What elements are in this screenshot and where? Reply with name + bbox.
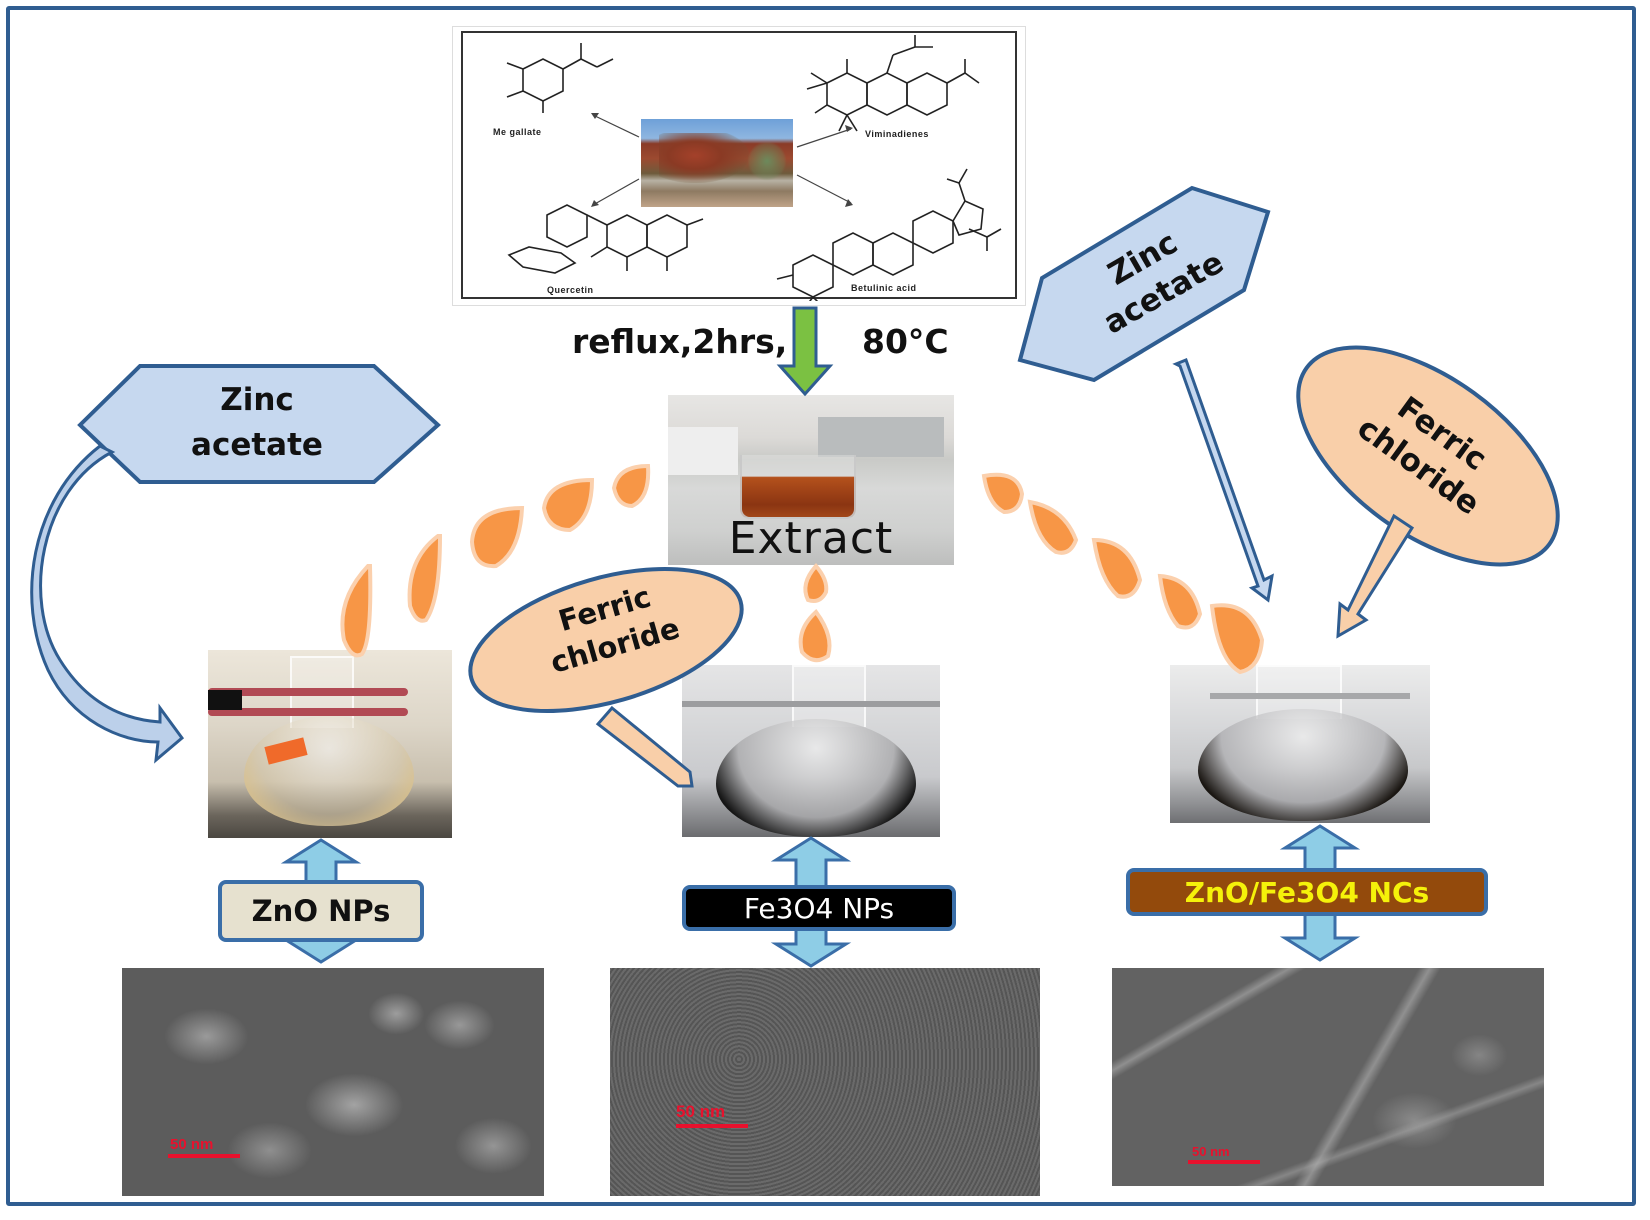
droplet-icon xyxy=(1209,603,1265,675)
clamp-bar xyxy=(1210,693,1410,699)
extract-label: Extract xyxy=(728,513,894,564)
fe3o4-flask-photo xyxy=(682,665,940,837)
flask-body xyxy=(1198,709,1408,821)
phytochemicals-panel: Me gallate Viminadienes Quercetin Betuli… xyxy=(452,26,1026,306)
condition-text-temperature: 80°C xyxy=(862,322,949,361)
droplet-icon xyxy=(1091,537,1143,599)
ferric-chloride-arrow-middle xyxy=(595,705,694,788)
droplet-icon xyxy=(340,564,373,658)
reflux-down-arrow-icon xyxy=(776,306,834,397)
zinc-acetate-hexagon-right xyxy=(1017,185,1271,383)
extract-droplets-right xyxy=(981,472,1265,675)
clamp-red-upper xyxy=(208,688,408,696)
scale-bar xyxy=(168,1154,240,1158)
scale-bar-label: 50 nm xyxy=(170,1136,214,1153)
scale-bar-label: 50 nm xyxy=(676,1102,726,1121)
zinc-acetate-hexagon-left xyxy=(77,364,441,484)
compound-label-viminadienes: Viminadienes xyxy=(865,129,929,139)
droplet-icon xyxy=(541,477,595,533)
compound-label-me-gallate: Me gallate xyxy=(493,127,542,137)
extract-beaker xyxy=(740,455,856,519)
lab-window xyxy=(818,417,944,457)
zinc-acetate-left-line2: acetate xyxy=(191,426,323,463)
zno-fe3o4-sem-image: 50 nm xyxy=(1112,968,1544,1186)
fe3o4-sem-image: 50 nm xyxy=(610,968,1040,1196)
photo-to-compound-arrows xyxy=(592,114,852,206)
droplet-icon xyxy=(1027,499,1079,555)
droplet-icon xyxy=(1157,573,1203,630)
flask-body xyxy=(244,716,414,826)
condition-text-reflux: reflux,2hrs, xyxy=(572,322,788,361)
extract-photo: Extract xyxy=(668,395,954,565)
flask-body xyxy=(716,719,916,837)
molecule-structures xyxy=(506,35,1002,301)
zno-fe3o4-ncs-label: ZnO/Fe3O4 NCs xyxy=(1126,868,1488,916)
zinc-acetate-left-line1: Zinc xyxy=(220,382,294,418)
droplet-icon xyxy=(611,463,651,509)
compound-label-quercetin: Quercetin xyxy=(547,285,594,295)
scale-bar xyxy=(676,1124,748,1128)
scale-bar-label: 50 nm xyxy=(1192,1144,1230,1159)
clamp-handle xyxy=(208,690,242,710)
ferric-chloride-arrow-right xyxy=(1336,513,1415,639)
betulinic-acid-structure xyxy=(776,168,1002,301)
zno-sem-image: 50 nm xyxy=(122,968,544,1196)
extract-droplets-left xyxy=(340,463,651,658)
ferric-chloride-ellipse-right xyxy=(1296,345,1560,567)
zno-fe3o4-flask-photo xyxy=(1170,665,1430,823)
clamp-bar xyxy=(682,701,940,707)
extract-droplets-center xyxy=(798,562,832,663)
curved-arrow-icon xyxy=(30,444,185,764)
viminadienes-structure xyxy=(806,35,980,132)
lab-bench-background xyxy=(668,427,738,475)
scale-bar xyxy=(1188,1160,1260,1164)
droplet-icon xyxy=(469,505,525,569)
tree-photo xyxy=(641,119,793,207)
droplet-icon xyxy=(803,562,829,603)
phytochemicals-inner-box: Me gallate Viminadienes Quercetin Betuli… xyxy=(461,31,1017,301)
zno-flask-photo xyxy=(208,650,452,838)
fe3o4-nps-label: Fe3O4 NPs xyxy=(682,885,956,931)
flask-neck xyxy=(792,665,866,727)
droplet-icon xyxy=(981,472,1025,515)
compound-label-betulinic-acid: Betulinic acid xyxy=(851,283,917,293)
me-gallate-structure xyxy=(506,43,614,113)
quercetin-structure xyxy=(507,204,704,274)
clamp-red-lower xyxy=(208,708,408,716)
droplet-icon xyxy=(798,609,832,663)
ferric-chloride-ellipse-middle xyxy=(468,566,744,714)
droplet-icon xyxy=(407,534,443,623)
zno-nps-label: ZnO NPs xyxy=(218,880,424,942)
zinc-acetate-left-text: Zinc acetate xyxy=(180,378,334,468)
zinc-acetate-arrow-right xyxy=(1172,358,1274,603)
